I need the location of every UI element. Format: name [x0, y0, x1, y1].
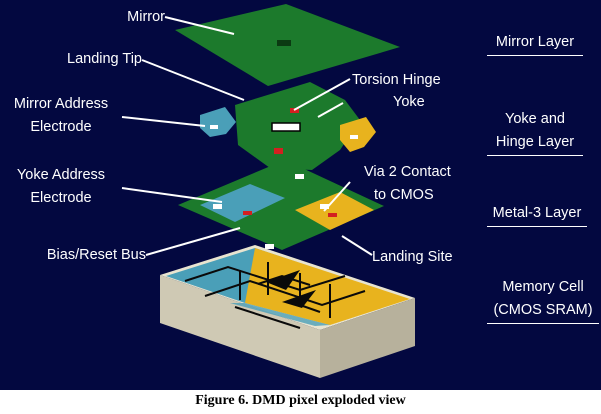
transistor-triangle-1	[266, 270, 300, 290]
layer-label-memory-cell: Memory Cell (CMOS SRAM)	[487, 276, 599, 324]
right-address-electrode-pad	[295, 192, 374, 230]
label-via2-contact-line-2: to CMOS	[374, 187, 434, 203]
label-yoke-address-electrode: Yoke Address Electrode	[0, 164, 122, 210]
layer-label-memory-cell-line-2: (CMOS SRAM)	[493, 302, 593, 318]
right-mirror-electrode-pad	[340, 117, 376, 152]
layer-label-yoke-hinge-line-2: Hinge Layer	[495, 134, 575, 150]
label-yoke: Yoke	[393, 94, 425, 110]
mirror-plate	[175, 4, 400, 86]
label-yoke-address-electrode-line-2: Electrode	[30, 190, 92, 206]
label-via2-contact: Via 2 Contact to CMOS	[364, 161, 451, 207]
layer-label-yoke-hinge-line-1: Yoke and	[505, 111, 565, 127]
figure-caption: Figure 6. DMD pixel exploded view	[195, 393, 406, 408]
label-landing-tip: Landing Tip	[67, 51, 142, 67]
label-landing-site: Landing Site	[372, 249, 453, 265]
label-mirror-address-electrode: Mirror Address Electrode	[0, 93, 122, 139]
label-mirror-address-electrode-line-2: Electrode	[30, 119, 92, 135]
layer-label-metal3-underline	[487, 226, 587, 227]
yoke-hinge-layer-shape	[200, 82, 376, 170]
layer-label-mirror-underline	[487, 55, 583, 56]
transistor-triangle-2	[282, 290, 316, 308]
label-yoke-address-electrode-line-1: Yoke Address	[16, 167, 106, 183]
layer-label-memory-cell-underline	[487, 323, 599, 324]
yoke-address-electrode-pad	[200, 184, 285, 222]
label-via2-contact-line-1: Via 2 Contact	[364, 164, 451, 180]
leader-lines	[121, 16, 373, 256]
metal3-layer-shape	[178, 160, 384, 250]
layer-label-yoke-hinge: Yoke and Hinge Layer	[487, 108, 583, 156]
label-torsion-hinge: Torsion Hinge	[352, 72, 441, 88]
layer-label-yoke-hinge-underline	[487, 155, 583, 156]
label-mirror-address-electrode-line-1: Mirror Address	[13, 96, 109, 112]
layer-label-metal3: Metal-3 Layer	[487, 202, 587, 227]
layer-label-metal3-line-1: Metal-3 Layer	[492, 205, 582, 221]
layer-label-mirror-line-1: Mirror Layer	[495, 34, 575, 50]
layer-label-mirror: Mirror Layer	[487, 31, 583, 56]
dmd-exploded-illustration	[121, 4, 415, 378]
label-bias-reset-bus: Bias/Reset Bus	[46, 247, 146, 263]
memory-cell-block	[160, 245, 415, 378]
mirror-address-electrode-pad	[200, 107, 236, 137]
label-mirror: Mirror	[127, 9, 165, 25]
diagram-stage: Mirror Landing Tip Mirror Address Electr…	[0, 0, 601, 390]
layer-label-memory-cell-line-1: Memory Cell	[502, 279, 584, 295]
